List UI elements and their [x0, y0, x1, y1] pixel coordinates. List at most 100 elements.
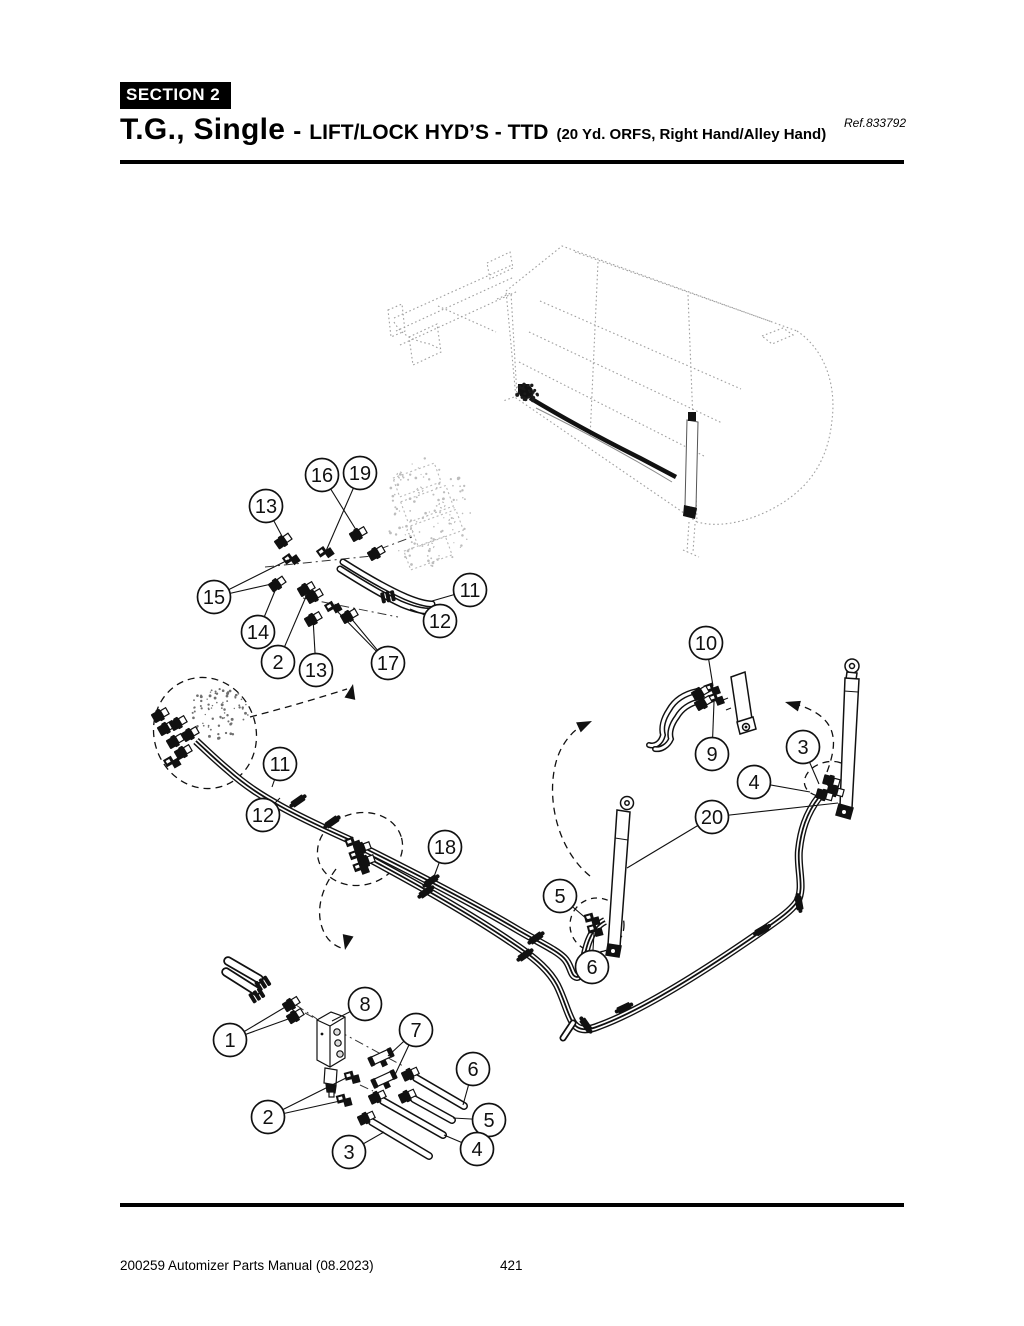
clamp-fitting: [753, 923, 771, 937]
nut-fitting: [397, 1088, 417, 1104]
nut-fitting: [296, 580, 316, 597]
nut-fitting: [304, 587, 324, 604]
callout-3: 3: [331, 1134, 367, 1170]
callout-5: 5: [542, 878, 578, 914]
clamp-fitting: [422, 874, 440, 888]
nut-fitting: [348, 525, 368, 542]
callout-13: 13: [298, 652, 334, 688]
truck-body-sketch: [387, 245, 834, 558]
nut-fitting: [273, 532, 293, 550]
callout-12: 12: [245, 797, 281, 833]
page-title: T.G., Single - LIFT/LOCK HYD’S - TTD (20…: [120, 113, 906, 147]
callout-20: 20: [694, 799, 730, 835]
section-badge: SECTION 2: [120, 82, 232, 109]
leader-lines: [213, 472, 839, 1153]
svg-text:11: 11: [270, 754, 291, 776]
nut-fitting: [165, 732, 185, 749]
callout-19: 19: [342, 455, 378, 491]
callout-7: 7: [398, 1012, 434, 1048]
stack-fitting: [380, 590, 396, 604]
svg-text:2: 2: [272, 652, 283, 674]
header-rule: [120, 160, 904, 164]
truck-hose-run: [518, 384, 699, 519]
lift-cylinder-right: [835, 658, 860, 820]
clamp-fitting: [614, 1002, 634, 1014]
elbow-fitting: [335, 1093, 353, 1108]
callout-16: 16: [304, 457, 340, 493]
nut-fitting: [366, 544, 386, 561]
title-sub: LIFT/LOCK HYD’S - TTD: [309, 121, 549, 144]
svg-text:3: 3: [343, 1142, 354, 1164]
nut-fitting: [356, 1110, 376, 1126]
svg-text:14: 14: [247, 622, 269, 644]
construction-lines: [264, 536, 413, 1092]
svg-text:8: 8: [359, 994, 370, 1016]
svg-text:7: 7: [410, 1020, 421, 1042]
nut-fitting: [367, 1089, 387, 1105]
nut-fitting: [822, 774, 841, 788]
nut-fitting: [690, 684, 710, 701]
elbow-fitting: [343, 1070, 361, 1085]
stack-fitting: [248, 987, 266, 1004]
manifold-block: [316, 1011, 346, 1098]
nut-fitting: [400, 1066, 420, 1082]
elbow-fitting: [162, 755, 182, 769]
svg-text:10: 10: [695, 633, 717, 655]
clamp-fitting: [323, 815, 341, 829]
callout-4: 4: [459, 1131, 495, 1167]
nut-fitting: [168, 714, 188, 731]
lift-cylinder-left: [605, 795, 635, 958]
callout-8: 8: [347, 986, 383, 1022]
svg-text:13: 13: [255, 496, 277, 518]
callout-1: 1: [212, 1022, 248, 1058]
nut-fitting: [150, 706, 170, 723]
elbow-fitting: [586, 923, 604, 938]
svg-text:11: 11: [460, 580, 481, 602]
svg-text:1: 1: [224, 1030, 235, 1052]
callout-12: 12: [422, 603, 458, 639]
clamp-fitting: [527, 931, 545, 945]
flow-arrowheads: [342, 684, 801, 950]
footer-rule: [120, 1203, 904, 1207]
callout-18: 18: [427, 829, 463, 865]
reference-number: Ref.833792: [843, 116, 906, 130]
hose-bundles: [193, 558, 823, 1160]
svg-text:16: 16: [311, 465, 333, 487]
footer-manual-name: 200259 Automizer Parts Manual (08.2023): [120, 1258, 374, 1273]
lock-cylinder: [722, 670, 757, 735]
title-main: T.G., Single: [120, 113, 286, 146]
callout-15: 15: [196, 579, 232, 615]
nut-fitting: [173, 743, 193, 760]
footer-page-number: 421: [500, 1258, 523, 1273]
svg-text:2: 2: [262, 1107, 273, 1129]
elbow-fitting: [583, 912, 601, 927]
callout-6: 6: [574, 949, 610, 985]
clamp-fitting: [417, 885, 435, 899]
svg-text:20: 20: [701, 807, 723, 829]
title-separator: -: [293, 118, 302, 145]
elbow-fitting: [281, 552, 301, 566]
nut-fitting: [815, 788, 834, 802]
callout-4: 4: [736, 764, 772, 800]
clamp-fitting: [289, 794, 307, 808]
callout-6: 6: [455, 1051, 491, 1087]
clamp-fitting: [516, 948, 534, 962]
svg-text:4: 4: [748, 772, 759, 794]
speckle-texture: [191, 382, 539, 740]
svg-text:5: 5: [483, 1110, 494, 1132]
tee-fitting: [370, 1069, 398, 1090]
callout-3: 3: [785, 729, 821, 765]
callout-11: 11: [262, 746, 298, 782]
svg-text:15: 15: [203, 587, 225, 609]
svg-text:13: 13: [305, 660, 327, 682]
callout-10: 10: [688, 625, 724, 661]
svg-text:19: 19: [349, 463, 371, 485]
callout-17: 17: [370, 645, 406, 681]
svg-text:3: 3: [797, 737, 808, 759]
callout-2: 2: [250, 1099, 286, 1135]
callout-11: 11: [452, 572, 488, 608]
svg-text:12: 12: [429, 611, 451, 633]
